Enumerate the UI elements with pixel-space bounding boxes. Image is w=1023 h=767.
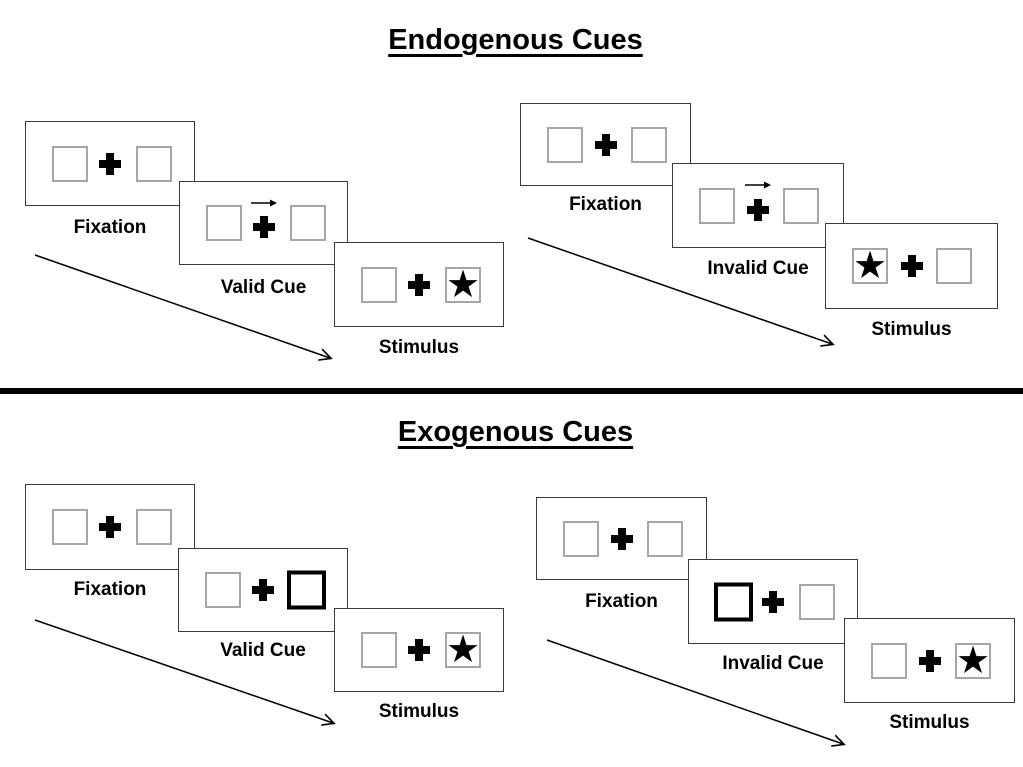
exogenous-valid-stimulus-screen: ★ <box>334 608 504 692</box>
fixation-cross-icon <box>408 639 430 661</box>
left-placeholder-box <box>699 187 735 224</box>
endogenous-invalid-cue-screen <box>672 163 844 248</box>
panel-label-fixation: Fixation <box>585 591 658 612</box>
panel-label-stimulus: Stimulus <box>871 319 952 340</box>
left-cued-box <box>714 582 753 621</box>
right-cued-box <box>287 570 326 610</box>
fixation-cross-icon <box>252 216 275 238</box>
panel-label-fixation: Fixation <box>569 194 642 215</box>
star-stimulus-icon: ★ <box>445 263 481 306</box>
endogenous-valid-stimulus-screen: ★ <box>334 242 504 327</box>
left-placeholder-box <box>563 520 599 557</box>
right-placeholder-box <box>783 187 819 224</box>
fixation-cross-icon <box>747 198 769 221</box>
fixation-cross-icon <box>594 133 617 156</box>
right-placeholder-box <box>631 126 667 163</box>
panel-label-invalid-cue: Invalid Cue <box>722 653 824 674</box>
right-target-box: ★ <box>445 263 481 306</box>
star-stimulus-icon: ★ <box>852 245 888 287</box>
left-placeholder-box <box>205 572 241 608</box>
cue-arrow-right-icon <box>250 199 277 207</box>
right-placeholder-box <box>647 520 683 557</box>
right-placeholder-box <box>936 248 972 284</box>
right-placeholder-box <box>136 509 172 545</box>
left-placeholder-box <box>52 509 88 545</box>
star-stimulus-icon: ★ <box>445 629 481 671</box>
left-placeholder-box <box>52 145 88 182</box>
exogenous-invalid-stimulus-screen: ★ <box>844 618 1015 703</box>
panel-label-fixation: Fixation <box>73 217 147 238</box>
panel-label-stimulus: Stimulus <box>889 712 970 733</box>
endogenous-valid-fixation-screen <box>25 121 195 206</box>
exogenous-invalid-cue-screen <box>688 559 858 644</box>
timeline-arrow-endogenous-valid <box>34 254 330 358</box>
fixation-cross-icon <box>900 255 923 277</box>
section-title-exogenous-text: Exogenous Cues <box>397 416 634 448</box>
fixation-cross-icon <box>99 516 121 538</box>
exogenous-valid-fixation-screen <box>25 484 195 570</box>
exogenous-invalid-fixation-screen <box>536 497 707 580</box>
right-target-box: ★ <box>955 639 991 682</box>
section-title-endogenous-text: Endogenous Cues <box>388 24 643 56</box>
timeline-arrow-endogenous-invalid <box>527 237 832 344</box>
panel-label-valid-cue: Valid Cue <box>220 277 307 298</box>
left-placeholder-box <box>361 266 397 303</box>
timeline-arrow-exogenous-valid <box>34 619 333 723</box>
right-placeholder-box <box>136 145 172 182</box>
left-placeholder-box <box>547 126 583 163</box>
cue-arrow-right-icon <box>745 181 771 189</box>
panel-label-valid-cue: Valid Cue <box>220 640 306 661</box>
panel-label-stimulus: Stimulus <box>378 337 460 358</box>
left-placeholder-box <box>871 642 907 679</box>
fixation-cross-icon <box>762 590 784 613</box>
fixation-cross-icon <box>918 649 941 672</box>
endogenous-valid-cue-screen <box>179 181 348 265</box>
endogenous-invalid-stimulus-screen: ★ <box>825 223 998 309</box>
panel-label-stimulus: Stimulus <box>378 701 460 722</box>
exogenous-valid-cue-screen <box>178 548 348 632</box>
fixation-cross-icon <box>408 273 430 296</box>
fixation-cross-icon <box>610 527 633 550</box>
left-placeholder-box <box>361 632 397 668</box>
right-placeholder-box <box>290 205 326 241</box>
section-title-endogenous: Endogenous Cues <box>8 24 1023 57</box>
panel-label-invalid-cue: Invalid Cue <box>707 258 809 279</box>
panel-label-fixation: Fixation <box>73 579 147 600</box>
timeline-arrow-exogenous-invalid <box>546 639 843 744</box>
right-target-box: ★ <box>445 629 481 671</box>
fixation-cross-icon <box>99 152 121 175</box>
section-divider <box>0 388 1023 394</box>
left-target-box: ★ <box>852 245 888 287</box>
section-title-exogenous: Exogenous Cues <box>8 416 1023 449</box>
fixation-cross-icon <box>252 579 274 601</box>
left-placeholder-box <box>206 205 242 241</box>
star-stimulus-icon: ★ <box>955 639 991 682</box>
right-placeholder-box <box>799 583 835 620</box>
endogenous-invalid-fixation-screen <box>520 103 691 186</box>
